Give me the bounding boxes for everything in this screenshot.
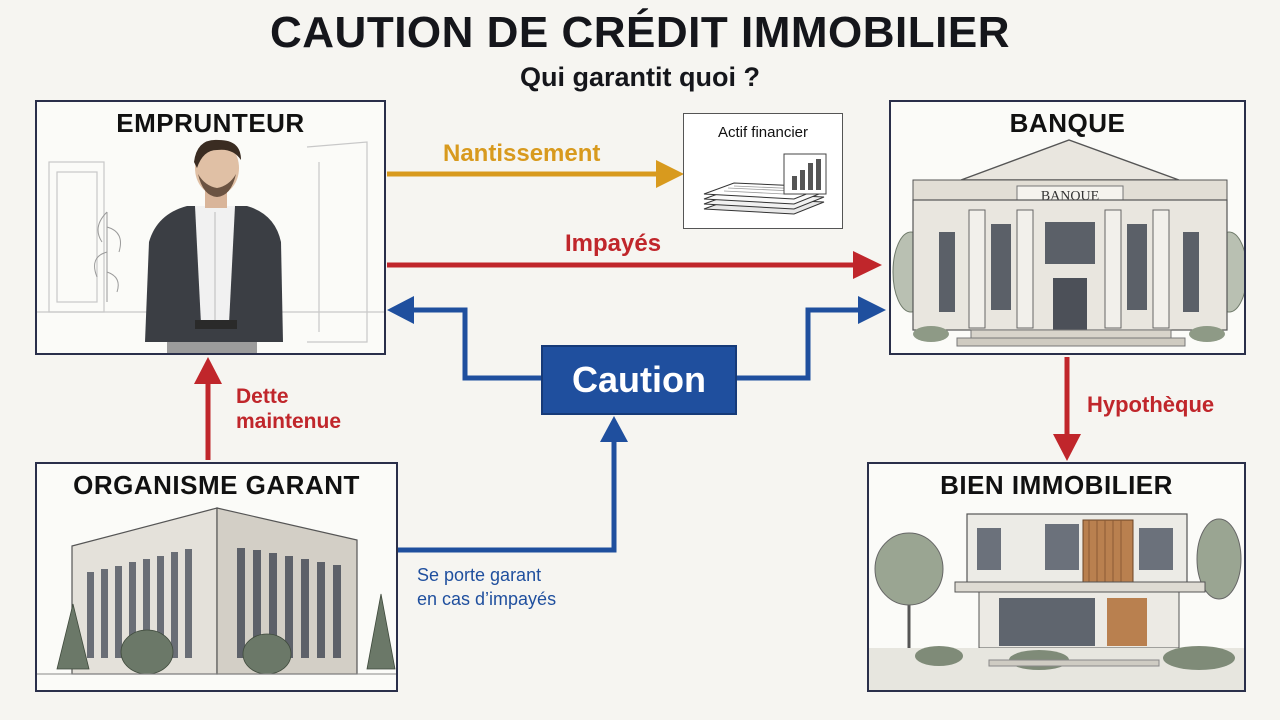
organisme-to-caution-arrow — [398, 416, 628, 553]
banque-panel: BANQUE BANQUE — [889, 100, 1246, 355]
hypotheque-label: Hypothèque — [1087, 392, 1215, 417]
garant-label-line2: en cas d’impayés — [417, 589, 557, 609]
impayes-arrow — [387, 251, 882, 279]
organisme-garant-title: ORGANISME GARANT — [73, 470, 360, 500]
organisme-garant-panel: ORGANISME GARANT — [35, 462, 398, 692]
bien-immobilier-title: BIEN IMMOBILIER — [940, 470, 1173, 500]
page-title: CAUTION DE CRÉDIT IMMOBILIER — [270, 8, 1010, 57]
modern-house-icon — [869, 513, 1244, 690]
banque-title: BANQUE — [1009, 108, 1126, 138]
dette-arrow — [194, 357, 222, 460]
actif-financier-card: Actif financier — [683, 113, 843, 229]
dette-label-line1: Dette — [236, 385, 289, 408]
dette-label-line2: maintenue — [236, 410, 342, 433]
document-stack-icon — [703, 153, 827, 215]
nantissement-arrow — [387, 160, 684, 188]
caution-box: Caution — [541, 345, 737, 415]
emprunteur-panel: EMPRUNTEUR — [35, 100, 386, 355]
man-in-suit-icon — [37, 139, 384, 353]
actif-financier-label: Actif financier — [717, 124, 809, 141]
garant-label-line1: Se porte garant — [417, 565, 542, 585]
hypotheque-arrow — [1053, 357, 1081, 461]
office-building-icon — [37, 507, 396, 675]
bank-building-icon: BANQUE — [892, 139, 1244, 347]
page-subtitle: Qui garantit quoi ? — [520, 62, 760, 92]
emprunteur-title: EMPRUNTEUR — [116, 108, 305, 138]
bien-immobilier-panel: BIEN IMMOBILIER — [867, 462, 1246, 692]
impayes-label: Impayés — [565, 230, 662, 257]
caution-to-banque-arrow — [737, 296, 886, 381]
caution-to-emprunteur-arrow — [387, 296, 541, 381]
nantissement-label: Nantissement — [443, 140, 601, 167]
